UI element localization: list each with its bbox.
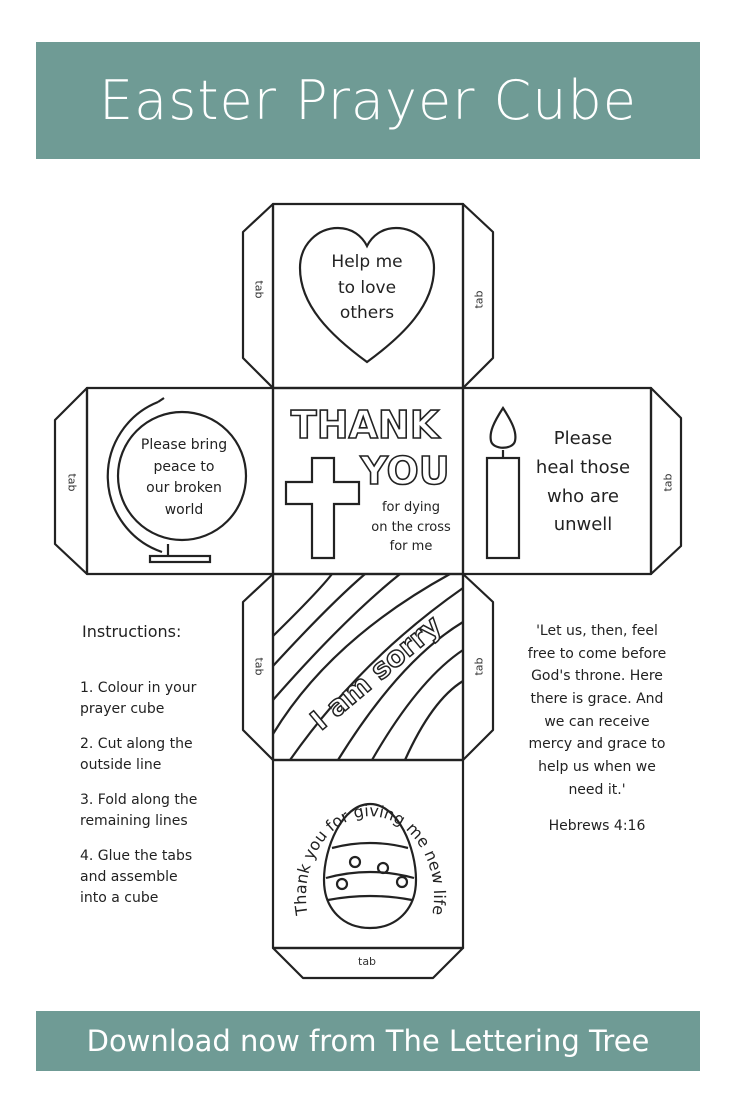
tab-label-top-left: tab [252,280,266,299]
heart-icon [298,226,436,364]
title-banner: Easter Prayer Cube [36,42,700,159]
tab-sorry-right [461,572,495,762]
tab-label-top-right: tab [472,290,486,309]
tab-label-bottom: tab [358,955,377,968]
thank-word: THANK [291,403,441,447]
left-line-2: peace to [153,458,215,475]
right-face-text: Please heal those who are unwell [528,425,638,540]
left-line-3: our broken [146,480,222,497]
instruction-step-4: 4. Glue the tabs and assemble into a cub… [80,848,193,906]
right-line-4: unwell [553,514,613,536]
verse-line: need it.' [568,781,626,798]
tab-left [53,386,89,576]
sorry-band-upper [272,573,451,735]
right-line-2: heal those [535,456,631,478]
top-line-2: to love [337,277,397,298]
tab-right [649,386,683,576]
verse-line: free to come before [527,645,667,662]
top-face-text: Help me to love others [300,250,434,327]
you-word: YOU [359,449,449,493]
tab-label-left: tab [65,473,79,492]
top-line-3: others [339,303,395,323]
verse-line: we can receive [544,713,650,730]
tab-top-left [241,202,275,390]
instruction-step-1: 1. Colour in your prayer cube [80,680,197,717]
tab-bottom [271,946,465,980]
instruction-step-3: 3. Fold along the remaining lines [80,792,198,829]
tab-label-sorry-left: tab [252,657,266,676]
sorry-stripes [272,573,464,761]
sorry-text: I am sorry [304,609,448,737]
bible-verse: 'Let us, then, feel free to come before … [512,620,682,838]
tab-label-right: tab [661,473,675,492]
verse-line: there is grace. And [530,691,664,708]
verse-reference: Hebrews 4:16 [548,818,646,835]
cross-icon [284,456,361,560]
footer-banner[interactable]: Download now from The Lettering Tree [36,1011,700,1071]
globe-icon [106,397,248,564]
left-face-text: Please bring peace to our broken world [125,435,243,522]
left-line-4: world [164,502,204,519]
verse-line: 'Let us, then, feel [536,623,658,639]
center-line-2: on the cross [371,519,451,535]
tab-sorry-left [241,572,275,762]
bottom-arc-text: Thank you for giving me new life [291,801,449,917]
sorry-band-lower [289,587,464,761]
right-line-3: who are [547,485,619,507]
instructions-heading: Instructions: [82,622,182,641]
candle-icon [485,405,521,560]
right-line-1: Please [553,428,613,449]
tab-label-sorry-right: tab [472,657,486,676]
footer-link[interactable]: Download now from The Lettering Tree [86,1024,650,1058]
center-face-text: for dying on the cross for me [362,498,460,557]
top-line-1: Help me [331,252,403,272]
instructions-list: 1. Colour in your prayer cube 2. Cut alo… [80,678,240,923]
verse-line: help us when we [538,759,656,776]
verse-line: God's throne. Here [531,668,663,685]
verse-line: mercy and grace to [528,736,666,753]
center-line-1: for dying [381,500,441,515]
egg-icon [322,802,418,930]
page-title: Easter Prayer Cube [99,69,637,132]
tab-top-right [461,202,495,390]
left-line-1: Please bring [140,437,228,453]
instruction-step-2: 2. Cut along the outside line [80,736,193,773]
center-line-3: for me [389,539,433,554]
